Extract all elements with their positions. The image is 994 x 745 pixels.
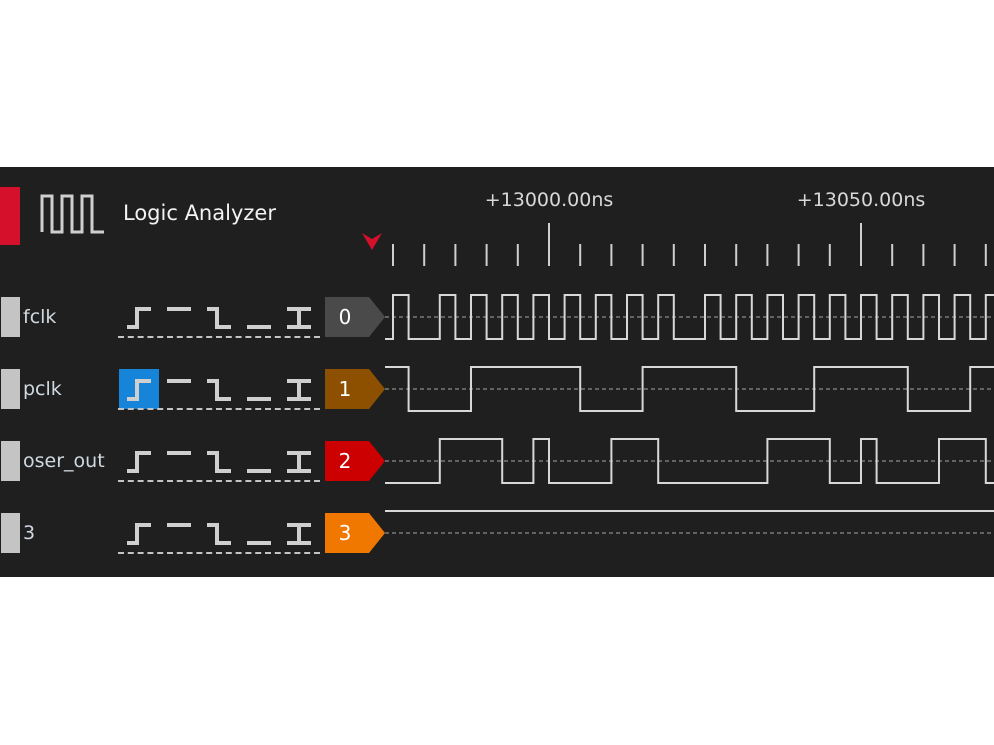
channel-name[interactable]: pclk	[23, 378, 62, 400]
low-level-icon	[247, 397, 271, 401]
rising-edge-icon	[127, 451, 151, 473]
channel-name[interactable]: 3	[23, 522, 36, 544]
channel-drag-handle[interactable]	[1, 297, 20, 337]
channel-row-3: 3 3	[0, 513, 994, 554]
channel-drag-handle[interactable]	[1, 441, 20, 481]
high-level-icon	[167, 451, 191, 455]
trigger-rising-edge-button[interactable]	[119, 297, 159, 337]
either-edge-icon	[287, 379, 311, 401]
channel-row-oser_out: oser_out 2	[0, 441, 994, 482]
channel-row-fclk: fclk 0	[0, 297, 994, 338]
trigger-high-level-button[interactable]	[159, 369, 199, 409]
low-level-icon	[247, 541, 271, 545]
low-level-icon	[247, 469, 271, 473]
square-wave-icon	[40, 194, 108, 238]
channel-name[interactable]: fclk	[23, 306, 57, 328]
trigger-low-level-button[interactable]	[239, 441, 279, 481]
either-edge-icon	[287, 523, 311, 545]
trigger-high-level-button[interactable]	[159, 441, 199, 481]
high-level-icon	[167, 307, 191, 311]
channel-index-tag[interactable]: 0	[325, 297, 385, 337]
falling-edge-icon	[207, 523, 231, 545]
trigger-high-level-button[interactable]	[159, 297, 199, 337]
either-edge-icon	[287, 451, 311, 473]
channel-index-tag[interactable]: 3	[325, 513, 385, 553]
trigger-rising-edge-button[interactable]	[119, 441, 159, 481]
trigger-options-divider	[118, 336, 320, 338]
channel-index: 1	[338, 377, 352, 401]
trigger-low-level-button[interactable]	[239, 297, 279, 337]
time-label-13000: +13000.00ns	[484, 189, 614, 211]
channel-index: 0	[338, 305, 352, 329]
trigger-marker-icon[interactable]	[362, 233, 384, 255]
trigger-rising-edge-button[interactable]	[119, 369, 159, 409]
panel-accent-bar	[0, 187, 20, 245]
either-edge-icon	[287, 307, 311, 329]
channel-drag-handle[interactable]	[1, 369, 20, 409]
channel-index: 3	[338, 521, 352, 545]
trigger-falling-edge-button[interactable]	[199, 369, 239, 409]
trigger-low-level-button[interactable]	[239, 513, 279, 553]
trigger-options-divider	[118, 480, 320, 482]
channel-row-pclk: pclk 1	[0, 369, 994, 410]
panel-title: Logic Analyzer	[123, 201, 276, 225]
rising-edge-icon	[127, 307, 151, 329]
falling-edge-icon	[207, 379, 231, 401]
trigger-falling-edge-button[interactable]	[199, 513, 239, 553]
trigger-falling-edge-button[interactable]	[199, 297, 239, 337]
channel-index: 2	[338, 449, 352, 473]
channel-index-tag[interactable]: 2	[325, 441, 385, 481]
trigger-falling-edge-button[interactable]	[199, 441, 239, 481]
waveform-fclk	[385, 294, 994, 340]
falling-edge-icon	[207, 307, 231, 329]
rising-edge-icon	[127, 379, 151, 401]
trigger-options-divider	[118, 408, 320, 410]
time-label-13050: +13050.00ns	[796, 189, 926, 211]
trigger-options-divider	[118, 552, 320, 554]
low-level-icon	[247, 325, 271, 329]
trigger-either-edge-button[interactable]	[279, 369, 319, 409]
waveform-area[interactable]	[0, 167, 994, 577]
falling-edge-icon	[207, 451, 231, 473]
waveform-pclk	[385, 366, 994, 412]
trigger-either-edge-button[interactable]	[279, 297, 319, 337]
high-level-icon	[167, 379, 191, 383]
waveform-oser_out	[385, 438, 994, 484]
trigger-either-edge-button[interactable]	[279, 513, 319, 553]
high-level-icon	[167, 523, 191, 527]
trigger-high-level-button[interactable]	[159, 513, 199, 553]
channel-drag-handle[interactable]	[1, 513, 20, 553]
logic-analyzer-panel: Logic Analyzer +13000.00ns +13050.00ns f…	[0, 167, 994, 577]
trigger-either-edge-button[interactable]	[279, 441, 319, 481]
rising-edge-icon	[127, 523, 151, 545]
channel-name[interactable]: oser_out	[23, 450, 105, 472]
trigger-rising-edge-button[interactable]	[119, 513, 159, 553]
trigger-low-level-button[interactable]	[239, 369, 279, 409]
channel-index-tag[interactable]: 1	[325, 369, 385, 409]
